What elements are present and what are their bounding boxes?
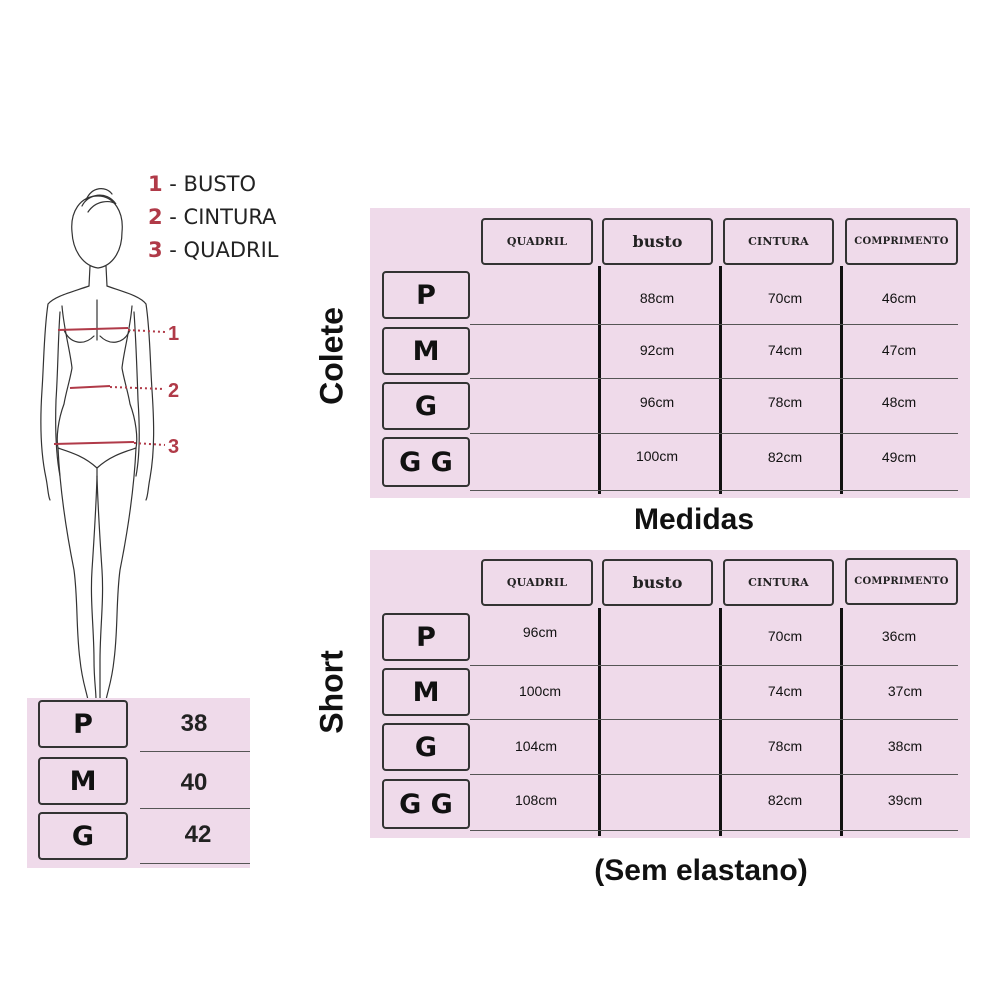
colete-cell: 46cm [881, 290, 917, 306]
colete-cell: 82cm [767, 449, 803, 465]
figure-marker-2: 2 [168, 380, 179, 402]
short-cell: 37cm [887, 683, 923, 699]
column-divider [840, 266, 843, 494]
colete-label: Colete [313, 307, 350, 405]
row-divider [470, 830, 958, 831]
row-divider [470, 665, 958, 666]
legend-item-cintura: 2 - CINTURA [148, 205, 277, 229]
size-p-box: P [38, 700, 128, 748]
column-divider [598, 266, 601, 494]
body-figure-illustration: 1 2 3 [40, 188, 179, 700]
colete-size-p: P [382, 271, 470, 319]
short-cell: 36cm [881, 628, 917, 644]
size-m-value: 40 [180, 769, 208, 796]
colete-cell: 96cm [639, 394, 675, 410]
row-divider [470, 719, 958, 720]
row-divider [140, 751, 250, 752]
colete-header-quadril: QUADRIL [481, 218, 593, 265]
colete-cell: 100cm [635, 448, 679, 464]
size-m-box: M [38, 757, 128, 805]
row-divider [470, 324, 958, 325]
column-divider [840, 608, 843, 836]
row-divider [140, 863, 250, 864]
colete-header-comprimento: COMPRIMENTO [845, 218, 958, 265]
short-cell: 39cm [887, 792, 923, 808]
column-divider [719, 608, 722, 836]
short-cell: 78cm [767, 738, 803, 754]
row-divider [470, 774, 958, 775]
sem-elastano-note: (Sem elastano) [594, 854, 808, 887]
short-cell: 96cm [522, 624, 558, 640]
short-label: Short [313, 650, 350, 734]
row-divider [140, 808, 250, 809]
figure-marker-3: 3 [168, 436, 179, 458]
short-size-gg: G G [382, 779, 470, 829]
medidas-caption: Medidas [633, 503, 755, 536]
column-divider [719, 266, 722, 494]
measurement-legend: 1 - BUSTO 2 - CINTURA 3 - QUADRIL [148, 168, 278, 267]
row-divider [470, 378, 958, 379]
short-header-quadril: QUADRIL [481, 559, 593, 606]
size-g-box: G [38, 812, 128, 860]
colete-cell: 49cm [881, 449, 917, 465]
colete-header-busto: busto [602, 218, 713, 265]
row-divider [470, 433, 958, 434]
short-cell: 38cm [887, 738, 923, 754]
short-size-m: M [382, 668, 470, 716]
short-size-g: G [382, 723, 470, 771]
legend-item-busto: 1 - BUSTO [148, 172, 257, 196]
size-p-value: 38 [180, 710, 208, 737]
column-divider [598, 608, 601, 836]
colete-cell: 47cm [881, 342, 917, 358]
colete-header-cintura: CINTURA [723, 218, 834, 265]
legend-item-quadril: 3 - QUADRIL [148, 238, 279, 262]
size-g-value: 42 [184, 821, 212, 848]
row-divider [470, 490, 958, 491]
colete-size-m: M [382, 327, 470, 375]
short-header-cintura: CINTURA [723, 559, 834, 606]
short-cell: 104cm [514, 738, 558, 754]
colete-size-g: G [382, 382, 470, 430]
short-header-busto: busto [602, 559, 713, 606]
colete-cell: 78cm [767, 394, 803, 410]
colete-cell: 92cm [639, 342, 675, 358]
short-cell: 82cm [767, 792, 803, 808]
short-header-comprimento: COMPRIMENTO [845, 558, 958, 605]
colete-cell: 70cm [767, 290, 803, 306]
colete-size-gg: G G [382, 437, 470, 487]
short-size-p: P [382, 613, 470, 661]
colete-cell: 48cm [881, 394, 917, 410]
short-cell: 108cm [514, 792, 558, 808]
short-cell: 74cm [767, 683, 803, 699]
figure-marker-1: 1 [168, 323, 179, 345]
colete-cell: 88cm [639, 290, 675, 306]
colete-cell: 74cm [767, 342, 803, 358]
short-cell: 70cm [767, 628, 803, 644]
short-cell: 100cm [518, 683, 562, 699]
